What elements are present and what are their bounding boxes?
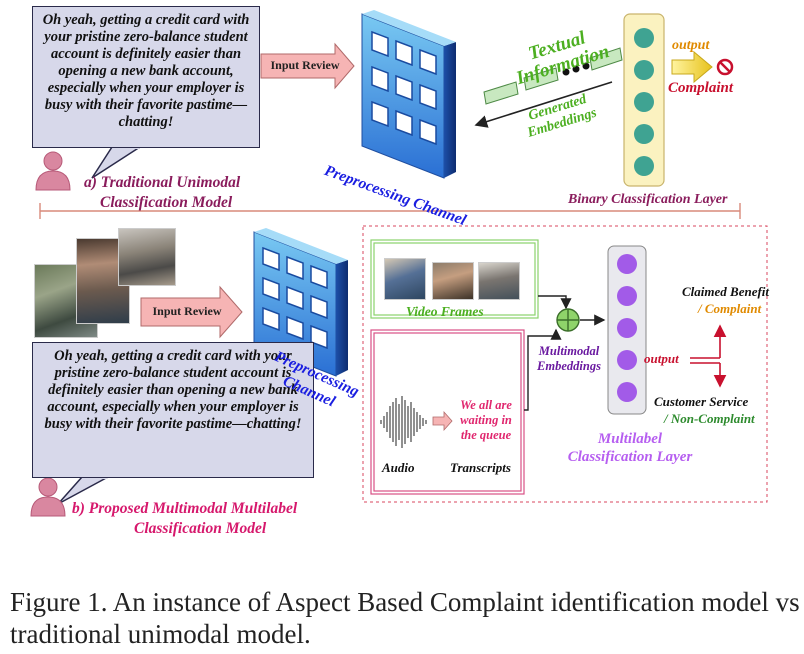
complaint-label-bottom: / Complaint	[698, 301, 762, 316]
video-frames-box	[370, 239, 539, 319]
prohibited-icon	[716, 58, 734, 76]
binary-layer-nodes	[634, 28, 654, 176]
input-review-arrow-bottom	[140, 285, 243, 339]
user-icon-bottom	[30, 477, 66, 517]
embeddings-arrow	[474, 81, 613, 128]
binary-layer-label: Binary Classification Layer	[568, 192, 728, 207]
multilabel-layer-label: Multilabel Classification Layer	[567, 431, 693, 465]
user-icon	[35, 151, 71, 191]
multimodal-embeddings-label: Multimodal Embeddings	[537, 344, 601, 373]
review-text-bottom: Oh yeah, getting a credit card with your…	[44, 348, 302, 432]
review-speech-bubble-bottom: Oh yeah, getting a credit card with your…	[32, 342, 314, 478]
caption-b-line1: b) Proposed Multimodal Multilabel	[72, 500, 298, 517]
caption-b-line2: Classification Model	[134, 520, 267, 537]
audio-to-text-arrow	[432, 410, 453, 432]
multilabel-layer-nodes	[617, 254, 637, 402]
video-frame-photo	[118, 228, 176, 286]
audio-box	[370, 329, 525, 495]
audio-label: Audio	[382, 460, 415, 475]
audio-to-fusion-line	[524, 328, 562, 411]
caption-a-line2: Classification Model	[100, 194, 233, 211]
figure-caption: Figure 1. An instance of Aspect Based Co…	[10, 587, 800, 650]
review-speech-bubble: Oh yeah, getting a credit card with your…	[32, 6, 260, 148]
video-frames-label: Video Frames	[406, 304, 484, 319]
review-text: Oh yeah, getting a credit card with your…	[42, 12, 250, 130]
output-label-bottom: output	[644, 351, 679, 366]
output-label-top: output	[672, 38, 710, 53]
input-review-label-bottom: Input Review	[152, 304, 222, 318]
input-review-arrow	[260, 42, 355, 90]
video-frame-thumbnail	[478, 262, 520, 300]
fusion-plus-icon	[556, 308, 580, 332]
audio-waveform-icon	[380, 396, 427, 448]
output-arrow-top	[671, 50, 713, 84]
complaint-label-top: Complaint	[668, 80, 734, 96]
video-to-fusion-line	[538, 295, 572, 310]
embedding-strip	[483, 47, 623, 105]
video-frame-thumbnail	[384, 258, 426, 300]
panel-cells-top	[371, 30, 437, 146]
input-review-label: Input Review	[270, 58, 340, 72]
transcript-text: We all are waiting in the queue	[460, 398, 512, 442]
caption-a-line1: a) Traditional Unimodal	[84, 174, 241, 191]
transcripts-label: Transcripts	[450, 460, 511, 475]
multimodal-dashed-box	[362, 225, 768, 503]
video-frame-thumbnail	[432, 262, 474, 300]
output-arrows-bottom	[690, 324, 727, 388]
non-complaint-label: / Non-Complaint	[664, 411, 755, 426]
section-divider	[39, 203, 741, 219]
customer-service-label: Customer Service	[654, 394, 749, 409]
panel-cells-bottom	[262, 246, 328, 350]
claimed-benefit-label: Claimed Benefit	[682, 284, 770, 299]
